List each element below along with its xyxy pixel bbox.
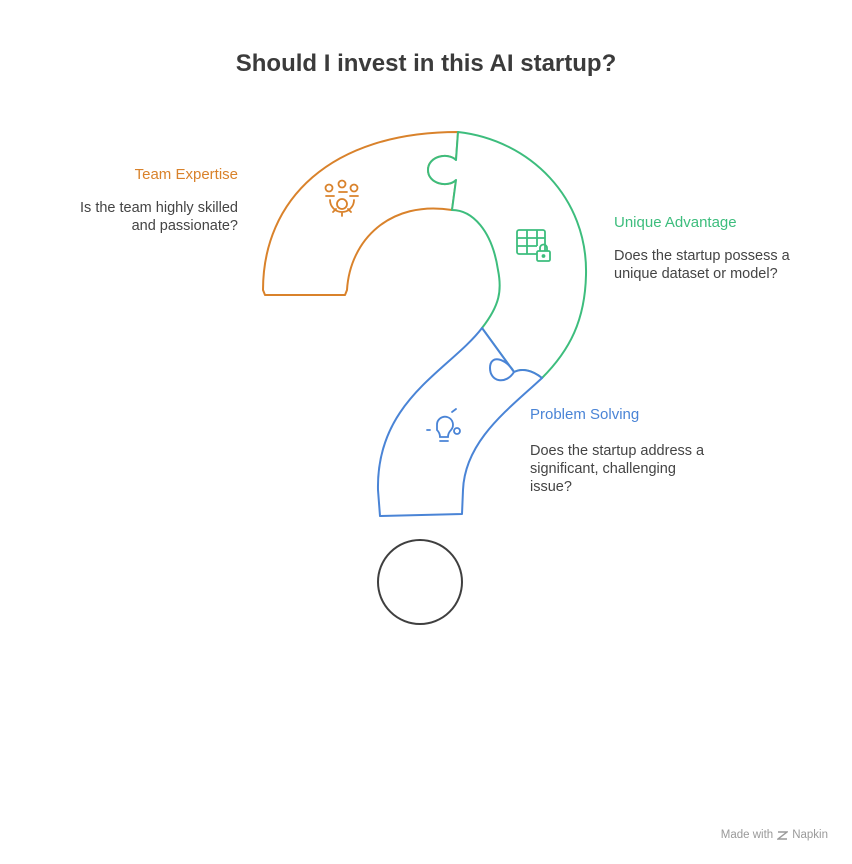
napkin-brand: Napkin [792,829,828,841]
unique-advantage-description: Does the startup possess a unique datase… [614,247,844,283]
napkin-logo-icon [777,830,789,840]
unique-advantage-line-2: unique dataset or model? [614,266,778,282]
footer-credit[interactable]: Made with Napkin [721,829,828,841]
team-expertise-line-2: and passionate? [131,218,238,234]
unique-advantage-line-1: Does the startup possess a [614,248,790,264]
problem-solving-segment[interactable] [376,327,543,517]
team-expertise-segment[interactable] [262,131,459,296]
lightbulb-icon [426,408,461,442]
problem-solving-line-2: significant, challenging [530,461,676,477]
problem-solving-heading: Problem Solving [530,406,640,423]
team-expertise-heading: Team Expertise [134,166,238,183]
team-gear-icon [324,179,359,217]
team-expertise-description: Is the team highly skilled and passionat… [18,199,238,235]
problem-solving-line-1: Does the startup address a [530,443,705,459]
problem-solving-description: Does the startup address a significant, … [530,442,760,496]
unique-advantage-heading: Unique Advantage [614,214,737,231]
team-expertise-line-1: Is the team highly skilled [80,200,238,216]
locked-table-icon [516,229,551,262]
problem-solving-line-3: issue? [530,479,572,495]
page-title: Should I invest in this AI startup? [235,50,617,77]
unique-advantage-segment[interactable] [427,131,588,382]
question-dot [377,539,463,625]
made-with-label: Made with [720,829,774,841]
